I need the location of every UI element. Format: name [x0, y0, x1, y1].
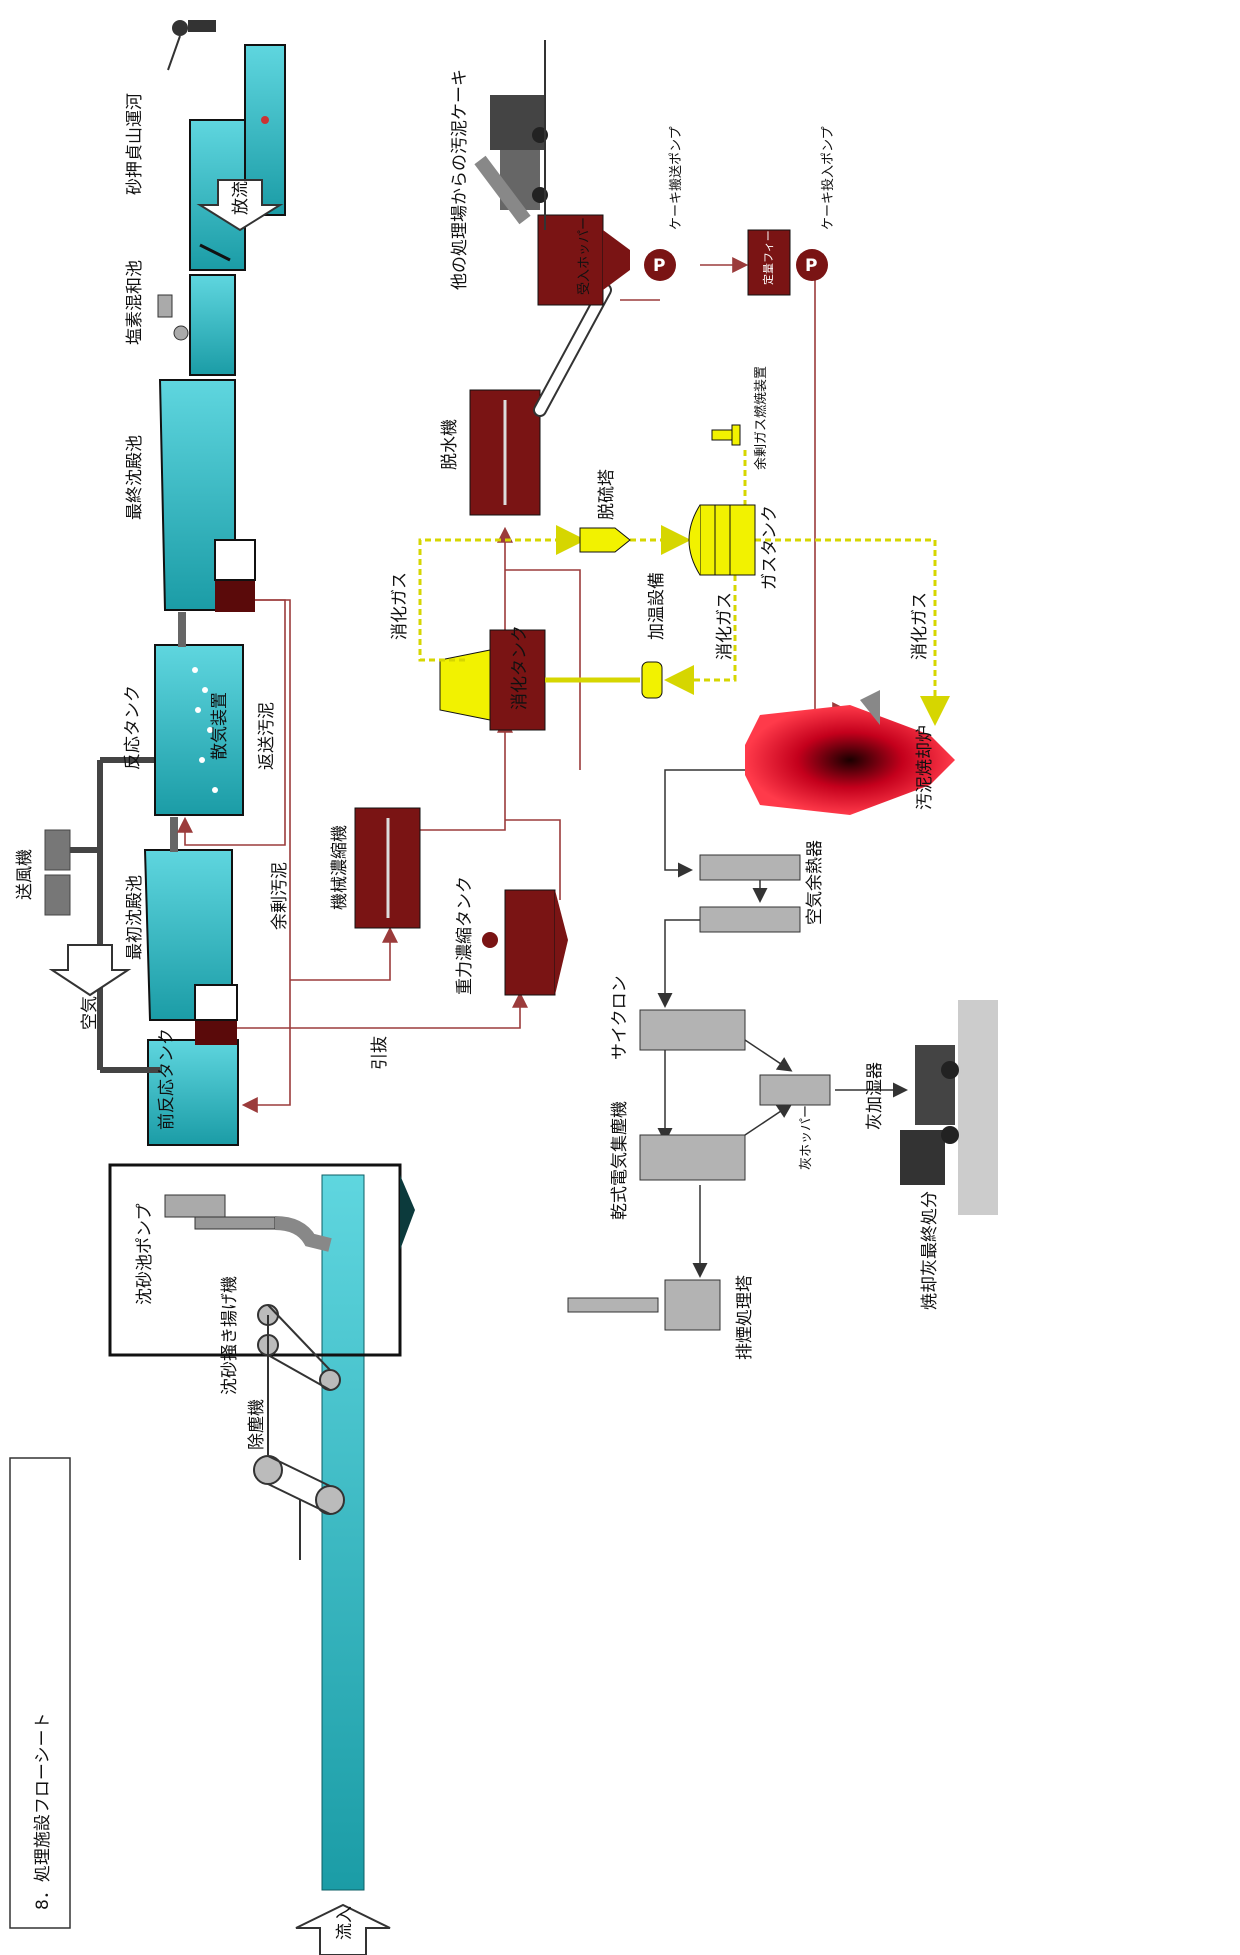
- label-external-cake: 他の処理場からの汚泥ケーキ: [450, 69, 470, 290]
- label-digestion-tank: 消化タンク: [510, 625, 530, 710]
- gravity-thickener: [504, 889, 556, 996]
- label-reaction-tank: 反応タンク: [123, 685, 143, 770]
- inflow-arrow: [295, 1903, 391, 1955]
- grit-chamber: [108, 1163, 402, 1357]
- label-blower: 送風機: [15, 849, 35, 900]
- label-ash-humidifier: 灰加湿器: [865, 1062, 885, 1130]
- esp: [639, 1134, 746, 1181]
- label-feeder: 定量フィーダ: [761, 219, 775, 285]
- label-river: 砂押貞山運河: [125, 93, 145, 195]
- label-cake-transfer-pump: ケーキ搬送ポンプ: [669, 126, 684, 230]
- label-cake-feed-pump: ケーキ投入ポンプ: [820, 126, 836, 230]
- label-screen: 除塵機: [247, 1399, 267, 1450]
- chlorine-contact-tank: [189, 274, 236, 376]
- label-stack: 排煙処理塔: [735, 1275, 755, 1360]
- label-withdrawn: 引抜: [370, 1036, 390, 1070]
- label-receiving-hopper: 受入ホッパー: [577, 217, 592, 295]
- label-desulfurizer: 脱硫塔: [597, 469, 617, 520]
- label-excess-sludge: 余剰汚泥: [270, 862, 290, 930]
- label-outflow: 放流: [231, 181, 251, 215]
- label-chlorine: 塩素混和池: [125, 260, 145, 345]
- air-arrow: [48, 944, 132, 997]
- label-air: 空気: [80, 996, 100, 1030]
- label-heater: 加温設備: [647, 572, 667, 640]
- outflow-arrow: [196, 179, 284, 232]
- pre-reaction-tank: [147, 1039, 239, 1146]
- label-inflow: 流入: [335, 1906, 355, 1940]
- page-title: 8．処理施設フローシート: [33, 1713, 53, 1910]
- sludge-equipment: P P: [354, 40, 828, 996]
- label-gravity-thickener: 重力濃縮タンク: [455, 876, 475, 995]
- label-primary-settling: 最初沈殿池: [125, 875, 145, 960]
- air-preheater-1: [699, 854, 801, 881]
- gas-burner: [711, 424, 741, 446]
- label-esp: 乾式電気集塵機: [610, 1101, 630, 1220]
- incinerator-furnace: [745, 705, 955, 815]
- person-icon: [167, 20, 216, 71]
- label-pre-reaction: 前反応タンク: [157, 1028, 177, 1130]
- diffuser-dots: [192, 667, 218, 793]
- gas-tank: [688, 504, 756, 576]
- quantitative-feeder: [747, 229, 791, 296]
- river: [244, 44, 286, 216]
- cake-transfer-pump: [644, 249, 676, 281]
- receiving-hopper: [537, 214, 604, 306]
- label-digestion-gas-2: 消化ガス: [715, 592, 735, 660]
- label-digestion-gas-3: 消化ガス: [910, 592, 930, 660]
- inflow-channel: [321, 1174, 365, 1891]
- label-return-sludge: 返送汚泥: [257, 702, 277, 770]
- label-cyclone: サイクロン: [610, 975, 630, 1060]
- label-incinerator: 汚泥焼却炉: [915, 725, 935, 810]
- label-gas-burner: 余剰ガス燃焼装置: [753, 366, 769, 470]
- grit-basin: [400, 1175, 415, 1250]
- heater: [641, 661, 663, 699]
- label-diffuser: 散気装置: [210, 692, 230, 760]
- label-final-settling: 最終沈殿池: [125, 435, 145, 520]
- pump-symbol-2: P: [805, 256, 817, 276]
- desulfurizer: [579, 527, 631, 553]
- cyclone: [639, 1009, 746, 1051]
- ash-hopper: [759, 1074, 831, 1106]
- label-gas-tank: ガスタンク: [760, 505, 780, 590]
- stack: [567, 1279, 721, 1331]
- title-box: 8．処理施設フローシート: [9, 1457, 71, 1929]
- grit-pump-icon: [164, 1194, 332, 1252]
- label-digestion-gas-1: 消化ガス: [390, 572, 410, 640]
- label-grit-scraper: 沈砂掻き揚げ機: [220, 1276, 240, 1395]
- label-final-disposal: 焼却灰最終処分: [920, 1191, 940, 1310]
- label-dewatering: 脱水機: [440, 419, 460, 470]
- label-mech-thickener: 機械濃縮機: [330, 825, 350, 910]
- cake-feed-pump: [796, 249, 828, 281]
- label-air-preheater: 空気余熱器: [805, 840, 825, 925]
- chlorine-feeder-icon: [157, 294, 189, 341]
- air-preheater-2: [699, 906, 801, 933]
- reaction-tank: [154, 644, 244, 816]
- pump-symbol-1: P: [653, 256, 665, 276]
- ash-truck-icon: [900, 1000, 998, 1215]
- label-grit-pump: 沈砂池ポンプ: [135, 1204, 155, 1306]
- gas-system: [418, 424, 950, 726]
- water-train: [44, 20, 415, 1955]
- labels: 除塵機 沈砂掻き揚げ機 沈砂池ポンプ 前反応タンク 最初沈殿池 送風機 反応タン…: [15, 69, 940, 1940]
- grit-scraper-icon: [257, 1304, 341, 1455]
- screen-icon: [253, 1455, 345, 1560]
- label-ash-hopper: 灰ホッパー: [799, 1105, 814, 1170]
- incineration: [567, 690, 998, 1331]
- cake-truck-icon: [474, 40, 548, 230]
- digestion-tank-cone: [439, 649, 491, 721]
